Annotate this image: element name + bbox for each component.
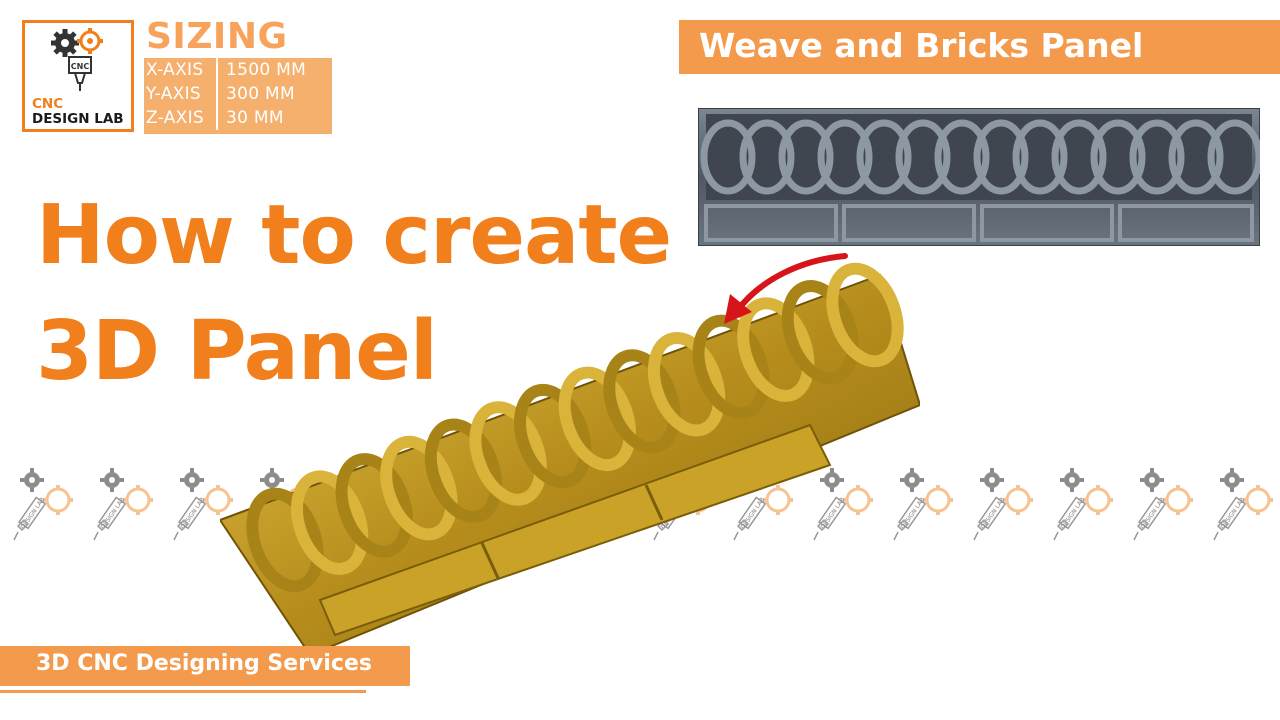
cnc-design-lab-logo: CNC CNC DESIGN LAB <box>22 20 134 132</box>
logo-wordmark: CNC DESIGN LAB <box>25 97 131 127</box>
sizing-row-y: Y-AXIS 300 MM <box>144 82 332 106</box>
services-underline <box>0 690 366 693</box>
gold-ring <box>335 453 413 558</box>
gold-3d-panel-render <box>220 262 920 655</box>
red-arrow-icon <box>724 253 848 324</box>
cnc-gears-watermark-icon: DESIGN LAB <box>890 462 960 548</box>
gold-ring <box>737 297 815 402</box>
cnc-gears-watermark-icon: DESIGN LAB <box>810 462 880 548</box>
cnc-gears-watermark-icon: DESIGN LAB <box>1210 462 1280 548</box>
weave-ring <box>1051 119 1107 195</box>
gold-ring <box>826 262 904 368</box>
cnc-gears-watermark-icon: DESIGN LAB <box>970 462 1040 548</box>
weave-ring <box>739 119 795 195</box>
reference-panel-image <box>698 108 1260 246</box>
cnc-gears-watermark-icon: DESIGN LAB <box>10 462 80 548</box>
gold-ring <box>246 487 324 593</box>
gold-ring <box>781 280 860 385</box>
sizing-row-x: X-AXIS 1500 MM <box>144 58 332 82</box>
weave-ring <box>1129 119 1185 195</box>
gold-ring <box>692 314 770 420</box>
weave-ring <box>973 119 1029 195</box>
axis-label: Z-AXIS <box>144 106 218 130</box>
headline-line2: 3D Panel <box>36 304 438 399</box>
gold-ring <box>424 418 503 524</box>
cnc-gears-watermark-icon: DESIGN LAB <box>170 462 240 548</box>
headline-line1: How to create <box>36 188 672 283</box>
cnc-gears-watermark-icon: DESIGN LAB <box>1130 462 1200 548</box>
panel-name-banner: Weave and Bricks Panel <box>679 20 1280 74</box>
weave-ring <box>778 119 834 195</box>
services-banner: 3D CNC Designing Services <box>0 646 410 686</box>
weave-ring <box>1168 119 1224 195</box>
gold-ring <box>647 331 726 437</box>
cnc-gears-watermark-icon: DESIGN LAB <box>90 462 160 548</box>
weave-ring <box>934 119 990 195</box>
gold-ring <box>290 470 369 575</box>
weave-ring <box>1207 119 1260 195</box>
cnc-gears-logo-icon: CNC <box>51 28 103 91</box>
sizing-title: SIZING <box>146 16 288 57</box>
axis-label: Y-AXIS <box>144 82 218 106</box>
weave-ring <box>1012 119 1068 195</box>
gold-ring <box>469 401 547 506</box>
axis-value: 30 MM <box>226 108 284 128</box>
logo-line1: CNC <box>32 96 64 112</box>
axis-value: 1500 MM <box>226 60 307 80</box>
gold-ring <box>380 435 458 541</box>
gold-ring <box>514 383 592 489</box>
weave-ring <box>817 119 873 195</box>
weave-ring <box>1090 119 1146 195</box>
logo-badge-text: CNC <box>71 62 90 71</box>
gold-ring <box>558 366 636 472</box>
services-text: 3D CNC Designing Services <box>36 651 372 676</box>
weave-ring <box>856 119 912 195</box>
cnc-gears-watermark-icon: DESIGN LAB <box>1050 462 1120 548</box>
logo-line2: DESIGN LAB <box>32 111 124 127</box>
weave-ring <box>895 119 951 195</box>
sizing-table: X-AXIS 1500 MM Y-AXIS 300 MM Z-AXIS 30 M… <box>144 58 332 134</box>
weave-ring <box>700 119 756 195</box>
axis-label: X-AXIS <box>144 58 218 82</box>
sizing-row-z: Z-AXIS 30 MM <box>144 106 332 130</box>
gold-ring <box>603 349 681 454</box>
panel-name-text: Weave and Bricks Panel <box>699 26 1144 65</box>
axis-value: 300 MM <box>226 84 295 104</box>
headline: How to create 3D Panel <box>36 178 672 410</box>
